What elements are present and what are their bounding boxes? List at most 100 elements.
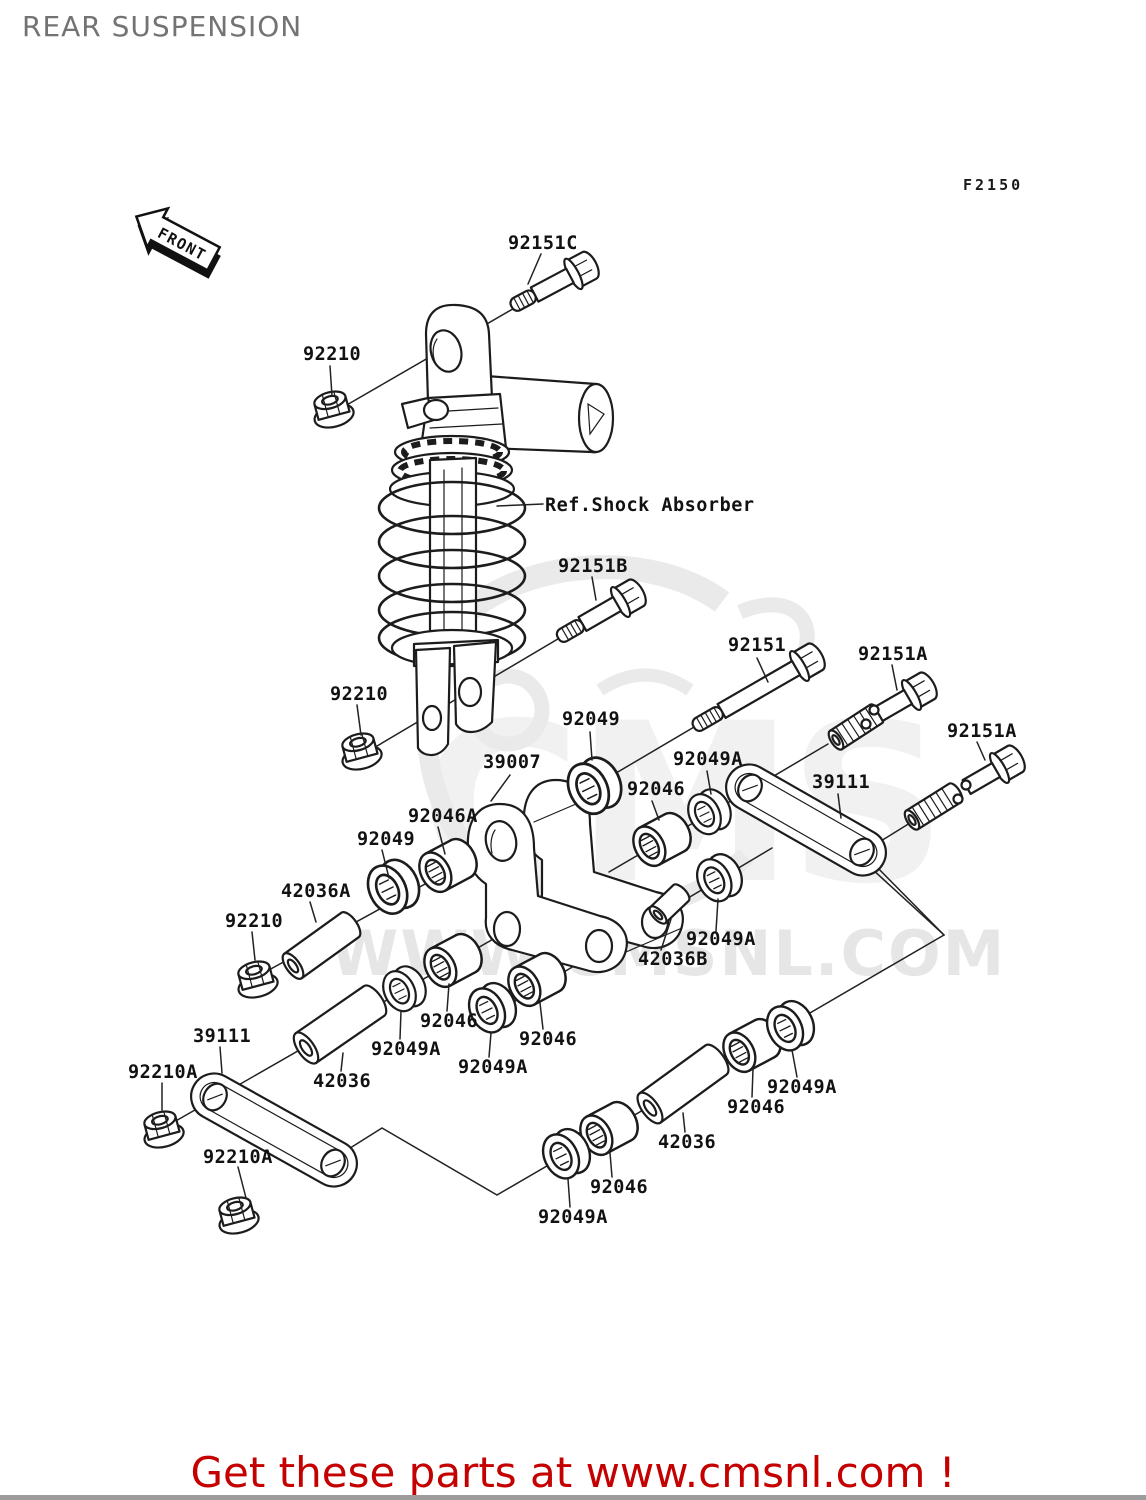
- part-label: Ref.Shock Absorber: [545, 495, 754, 516]
- rocker-hole-top: [484, 820, 518, 862]
- leader-line: [219, 1046, 223, 1074]
- flange-bolt: [873, 671, 938, 723]
- part-label: 92210: [330, 684, 388, 705]
- leader-line: [340, 1052, 344, 1072]
- part-label: 92049A: [673, 749, 743, 770]
- leader-line: [751, 1068, 754, 1098]
- flange-bolt: [509, 250, 600, 312]
- part-label: 92210: [303, 344, 361, 365]
- shock-absorber: [377, 303, 615, 757]
- figure-code: F2150: [963, 176, 1024, 194]
- part-label: 92046: [727, 1097, 785, 1118]
- leader-line: [591, 576, 597, 601]
- leader-line: [837, 793, 842, 819]
- part-label: 92151A: [947, 721, 1017, 742]
- leader-line: [251, 931, 256, 961]
- rocker-hole-rear: [584, 928, 614, 964]
- needle-bearing: [423, 932, 483, 989]
- leader-line: [567, 1178, 571, 1208]
- reservoir-end-cap: [577, 382, 615, 454]
- cmsnl-banner-link[interactable]: Get these parts at www.cmsnl.com !: [190, 1448, 956, 1497]
- leader-line: [329, 365, 333, 397]
- leader-line: [651, 800, 660, 821]
- leader-line: [381, 849, 390, 879]
- grease-seal: [467, 981, 518, 1034]
- leader-line: [756, 657, 769, 683]
- leader-line: [527, 253, 542, 285]
- clevis-left-prong: [414, 646, 452, 757]
- leader-line: [356, 704, 362, 736]
- leader-line: [660, 918, 672, 951]
- part-label: 42036: [313, 1071, 371, 1092]
- clip-ball: [960, 779, 972, 791]
- leader-line: [682, 1112, 686, 1133]
- sleeve-spacer: [281, 911, 362, 980]
- part-label: 92151: [728, 635, 786, 656]
- leader-line: [437, 826, 446, 855]
- part-label: 92049A: [767, 1077, 837, 1098]
- tie-rod-link-39111: [725, 763, 887, 877]
- part-label: 39007: [483, 752, 541, 773]
- part-label: 92151C: [508, 233, 578, 254]
- leader-line: [399, 1010, 402, 1040]
- part-label: 39111: [812, 772, 870, 793]
- part-label: 92151A: [858, 644, 928, 665]
- leader-line: [446, 983, 450, 1012]
- needle-bearing: [579, 1100, 639, 1157]
- grease-seal: [366, 858, 421, 915]
- flange-nut: [218, 1196, 260, 1235]
- rocker-arm-39007: [466, 778, 684, 974]
- part-label: 92151B: [558, 556, 628, 577]
- part-label: 92049A: [458, 1057, 528, 1078]
- front-arrow-body: [134, 206, 222, 272]
- needle-bearing: [418, 837, 478, 894]
- leader-line: [488, 1032, 492, 1058]
- flange-bolt: [961, 744, 1026, 796]
- part-label: 92210A: [128, 1062, 198, 1083]
- part-label: 92049: [357, 829, 415, 850]
- leader-line: [237, 1166, 247, 1199]
- grease-seal: [541, 1127, 592, 1180]
- part-label: 92049A: [538, 1207, 608, 1228]
- flange-nut: [313, 390, 355, 429]
- part-label: 92046: [590, 1177, 648, 1198]
- leader-line: [891, 664, 898, 691]
- part-label: 92049A: [686, 929, 756, 950]
- part-label: 39111: [193, 1026, 251, 1047]
- part-label: 92046: [627, 779, 685, 800]
- part-label: 42036B: [638, 949, 708, 970]
- leader-line: [791, 1049, 798, 1078]
- part-label: 92046A: [408, 806, 478, 827]
- sleeve-spacer: [292, 984, 388, 1065]
- flange-nut: [143, 1110, 185, 1149]
- reservoir-end-hole: [587, 402, 605, 436]
- sleeve-spacer: [903, 782, 964, 831]
- clip-ball: [952, 793, 964, 805]
- leader-line: [976, 741, 986, 761]
- clip-ball: [868, 704, 880, 716]
- axis-line: [346, 777, 946, 1196]
- flange-nut: [237, 960, 279, 999]
- leader-line: [609, 1152, 613, 1178]
- needle-bearing: [632, 811, 692, 868]
- grease-seal: [687, 788, 732, 836]
- needle-bearing: [507, 951, 567, 1008]
- page-title: REAR SUSPENSION: [22, 10, 303, 43]
- leader-line: [309, 901, 317, 923]
- leader-line: [539, 1002, 544, 1030]
- part-label: 92210A: [203, 1147, 273, 1168]
- flange-nut: [341, 732, 383, 771]
- grease-seal: [765, 999, 816, 1052]
- leader-line: [589, 731, 593, 761]
- clip-ball: [860, 718, 872, 730]
- grease-seal: [382, 965, 427, 1013]
- part-label: 42036: [658, 1132, 716, 1153]
- part-label: 92210: [225, 911, 283, 932]
- part-label: 42036A: [281, 881, 351, 902]
- top-eye-hole: [429, 329, 463, 373]
- part-label: 92046: [519, 1029, 577, 1050]
- front-arrow: FRONT: [134, 206, 222, 279]
- leader-line: [715, 898, 719, 932]
